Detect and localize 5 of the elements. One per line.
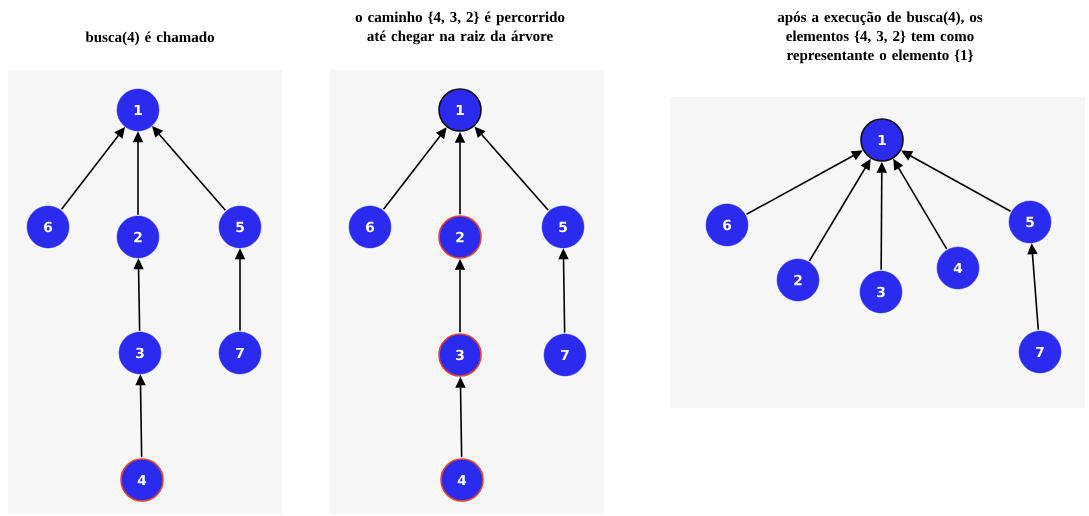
panel-title: após a execução de busca(4), os elementos {4, 3, 2} tem como representante o elemento {1} xyxy=(777,11,983,64)
panel-title: o caminho {4, 3, 2} é percorrido até chegar na raiz da árvore xyxy=(355,11,565,45)
panel-title: busca(4) é chamado xyxy=(85,31,214,46)
arrow xyxy=(901,150,1012,212)
arrow xyxy=(152,126,227,211)
